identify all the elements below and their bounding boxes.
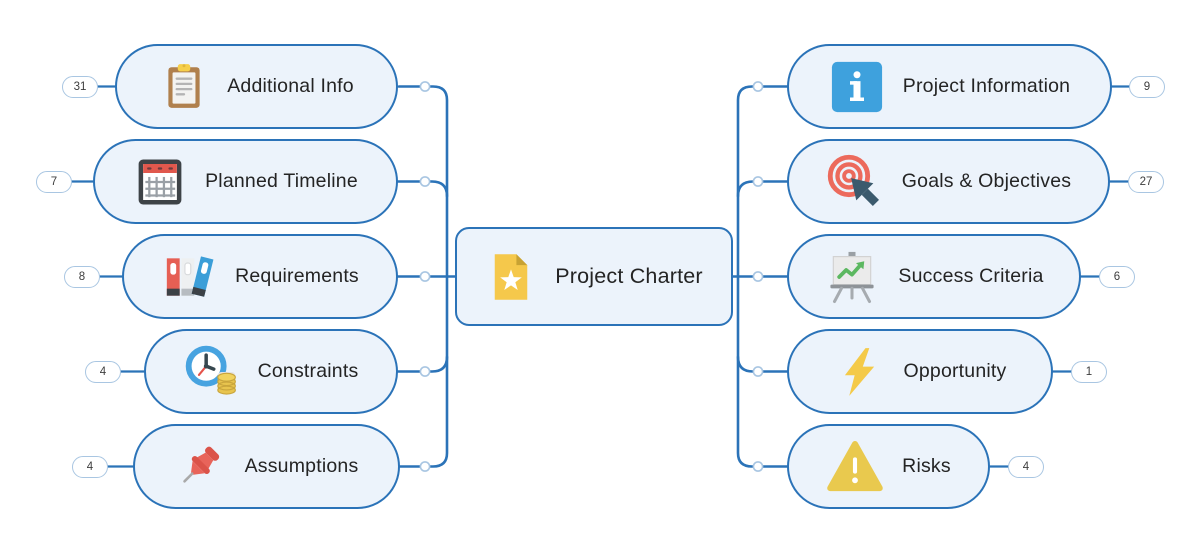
node-label: Requirements [235, 265, 359, 287]
node-label: Constraints [257, 360, 359, 382]
clock-coins-icon [184, 344, 240, 400]
badge-planned-timeline-count[interactable]: 7 [36, 170, 72, 193]
badge-project-information-count[interactable]: 9 [1129, 75, 1165, 98]
collapse-handle-success-criteria[interactable] [752, 271, 764, 282]
collapse-handle-assumptions[interactable] [419, 461, 431, 472]
collapse-handle-opportunity[interactable] [752, 366, 764, 377]
badge-goals-objectives-count[interactable]: 27 [1128, 170, 1164, 193]
node-label: Assumptions [244, 455, 359, 477]
lightning-icon [833, 346, 885, 398]
badge-risks-count[interactable]: 4 [1008, 455, 1044, 478]
collapse-handle-planned-timeline[interactable] [419, 176, 431, 187]
node-requirements[interactable]: Requirements [122, 234, 398, 319]
node-label: Opportunity [903, 360, 1007, 382]
warning-triangle-icon [826, 438, 884, 496]
collapse-handle-requirements[interactable] [419, 271, 431, 282]
badge-assumptions-count[interactable]: 4 [72, 455, 108, 478]
node-project-charter[interactable]: Project Charter [455, 227, 733, 326]
badge-additional-info-count[interactable]: 31 [62, 75, 98, 98]
collapse-handle-additional-info[interactable] [419, 81, 431, 92]
pushpin-icon [175, 441, 227, 493]
node-label: Success Criteria [898, 265, 1044, 287]
node-label: Risks [902, 455, 951, 477]
node-additional-info[interactable]: Additional Info [115, 44, 398, 129]
node-label: Additional Info [227, 75, 354, 97]
node-assumptions[interactable]: Assumptions [133, 424, 400, 509]
connector-right-row4 [736, 355, 791, 373]
node-success-criteria[interactable]: Success Criteria [787, 234, 1081, 319]
clipboard-icon [159, 62, 209, 112]
node-constraints[interactable]: Constraints [144, 329, 398, 414]
node-label: Planned Timeline [205, 170, 358, 192]
collapse-handle-goals-objectives[interactable] [752, 176, 764, 187]
calendar-icon [133, 155, 187, 209]
node-label: Project Information [902, 75, 1071, 97]
star-document-icon [485, 251, 537, 303]
collapse-handle-project-information[interactable] [752, 81, 764, 92]
node-goals-objectives[interactable]: Goals & Objectives [787, 139, 1110, 224]
info-icon [829, 59, 885, 115]
badge-requirements-count[interactable]: 8 [64, 265, 100, 288]
easel-chart-icon [824, 249, 880, 305]
badge-constraints-count[interactable]: 4 [85, 360, 121, 383]
node-project-information[interactable]: Project Information [787, 44, 1112, 129]
central-topic-label: Project Charter [555, 264, 703, 288]
badge-success-criteria-count[interactable]: 6 [1099, 265, 1135, 288]
node-risks[interactable]: Risks [787, 424, 990, 509]
node-opportunity[interactable]: Opportunity [787, 329, 1053, 414]
badge-opportunity-count[interactable]: 1 [1071, 360, 1107, 383]
collapse-handle-constraints[interactable] [419, 366, 431, 377]
node-label: Goals & Objectives [901, 170, 1072, 192]
collapse-handle-risks[interactable] [752, 461, 764, 472]
binders-icon [161, 249, 217, 305]
target-cursor-icon [826, 153, 884, 211]
connector-left-row2 [395, 180, 449, 198]
connector-right-row2 [736, 180, 791, 198]
connector-left-row4 [395, 355, 449, 373]
node-planned-timeline[interactable]: Planned Timeline [93, 139, 398, 224]
